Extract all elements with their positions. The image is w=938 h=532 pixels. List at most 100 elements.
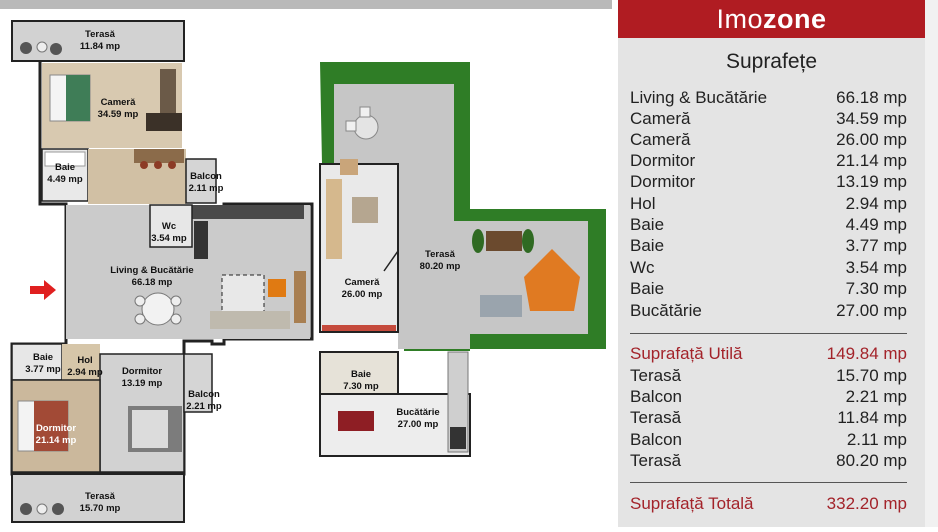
shelf	[322, 325, 396, 331]
label-hol: Hol 2.94 mp	[62, 355, 108, 379]
wc-room	[149, 204, 193, 248]
chair	[340, 159, 358, 175]
terrace-chair	[50, 43, 62, 55]
floor-plan: Terasă 11.84 mp Cameră 34.59 mp Baie 4.4…	[0, 9, 612, 527]
room-name: Terasă	[85, 29, 115, 40]
area-name: Suprafață Utilă	[630, 344, 743, 363]
terrace-chair	[359, 106, 371, 118]
useful-area-row: Suprafață Utilă 149.84 mp	[630, 343, 907, 364]
room-name: Baie	[32, 352, 54, 363]
label-balcon-2: Balcon 2.21 mp	[182, 389, 226, 413]
area-value: 34.59 mp	[836, 109, 907, 128]
panel-title: Suprafețe	[725, 50, 818, 73]
label-terasa-upper: Terasă 80.20 mp	[412, 249, 468, 273]
room-area: 27.00 mp	[397, 419, 439, 430]
terrace-bottom	[11, 473, 185, 523]
room-name: Wc	[161, 221, 177, 232]
label-wc: Wc 3.54 mp	[146, 221, 192, 245]
area-value: 3.77 mp	[845, 236, 907, 255]
desk	[146, 113, 182, 131]
area-value: 2.11 mp	[846, 430, 907, 449]
tv-unit	[294, 271, 306, 323]
area-row: Balcon 2.11 mp	[630, 429, 907, 450]
dining-table	[141, 292, 175, 326]
sofa	[326, 179, 342, 259]
area-name: Hol	[630, 194, 656, 213]
label-camera-2: Cameră 26.00 mp	[334, 277, 390, 301]
room-name: Hol	[77, 355, 93, 366]
balcony-1	[185, 158, 217, 204]
chair	[134, 313, 146, 325]
room-name: Balcon	[188, 389, 220, 400]
area-name: Bucătărie	[630, 301, 702, 320]
area-value: 4.49 mp	[845, 215, 907, 234]
top-bar	[0, 0, 612, 9]
floor-plan-drawing	[10, 20, 606, 523]
room-area: 21.14 mp	[35, 435, 77, 446]
room-area: 34.59 mp	[97, 109, 139, 120]
chair	[170, 313, 182, 325]
kitchen-island	[194, 221, 208, 259]
bench	[480, 295, 522, 317]
room-area: 4.49 mp	[47, 174, 83, 185]
stool	[140, 161, 148, 169]
area-value: 26.00 mp	[836, 130, 907, 149]
area-value: 11.84 mp	[837, 408, 907, 427]
area-name: Balcon	[630, 430, 682, 449]
appliance	[450, 427, 466, 449]
area-value: 13.19 mp	[836, 172, 907, 191]
area-name: Baie	[630, 215, 665, 234]
rug	[221, 274, 265, 318]
shelf	[134, 149, 184, 163]
room-area: 13.19 mp	[121, 378, 163, 389]
label-dormitor-2: Dormitor 13.19 mp	[114, 366, 170, 390]
room-area: 26.00 mp	[341, 289, 383, 300]
label-living: Living & Bucătărie 66.18 mp	[104, 265, 200, 289]
room-name: Cameră	[100, 97, 136, 108]
terrace-table	[36, 503, 48, 515]
plant	[472, 229, 484, 253]
label-dormitor-1: Dormitor 21.14 mp	[28, 423, 84, 447]
room-area: 66.18 mp	[131, 277, 173, 288]
area-value: 2.21 mp	[845, 387, 907, 406]
room-name: Dormitor	[121, 366, 163, 377]
area-value: 149.84 mp	[826, 344, 907, 363]
chair	[170, 295, 182, 307]
label-baie-1: Baie 4.49 mp	[44, 162, 86, 186]
room-area: 3.77 mp	[25, 364, 61, 375]
area-name: Baie	[630, 279, 665, 298]
room-area: 11.84 mp	[79, 41, 121, 52]
label-baie-2: Baie 3.77 mp	[18, 352, 68, 376]
label-terasa-top: Terasă 11.84 mp	[70, 29, 130, 53]
label-terasa-bottom: Terasă 15.70 mp	[70, 491, 130, 515]
umbrella	[524, 249, 580, 311]
room-area: 2.11 mp	[188, 183, 224, 194]
armchair	[268, 279, 286, 297]
bathtub	[44, 151, 86, 167]
terrace-table	[36, 41, 48, 53]
area-name: Cameră	[630, 130, 691, 149]
rug	[352, 197, 378, 223]
area-value: 332.20 mp	[826, 494, 907, 513]
room-name: Bucătărie	[396, 407, 440, 418]
area-row: Hol 2.94 mp	[630, 193, 907, 214]
room-name: Balcon	[190, 171, 222, 182]
entry-arrow-icon	[30, 280, 56, 300]
chair	[134, 295, 146, 307]
bed-cover	[34, 401, 68, 451]
separator	[630, 333, 907, 334]
terrace-top	[11, 20, 185, 62]
room-area: 80.20 mp	[419, 261, 461, 272]
room-area: 7.30 mp	[343, 381, 379, 392]
area-value: 2.94 mp	[845, 194, 907, 213]
balcony-2	[183, 353, 213, 413]
area-name: Wc	[630, 258, 655, 277]
room-hol	[62, 344, 100, 380]
